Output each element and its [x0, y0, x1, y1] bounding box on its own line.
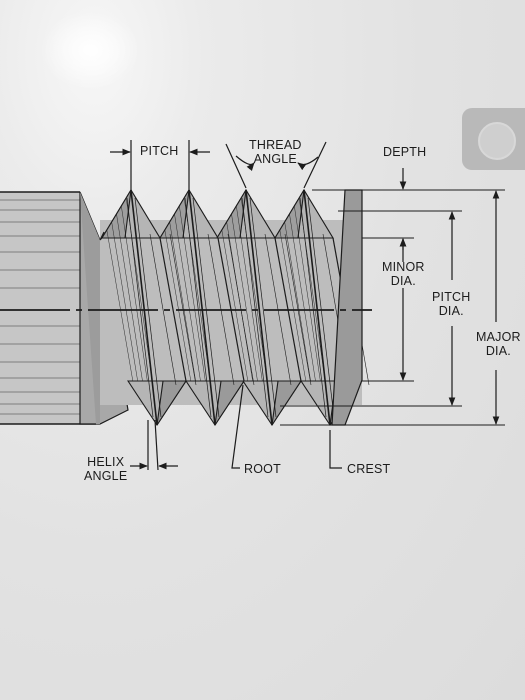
- flank-hatch-line: [121, 205, 148, 382]
- flank-hatch-line: [231, 213, 258, 382]
- crest-label: CREST: [347, 462, 391, 476]
- helix-angle-dimension: [130, 419, 178, 471]
- helix-hatch-line: [307, 197, 335, 418]
- flank-hatch-line: [236, 205, 263, 382]
- flank-hatch-line: [179, 205, 206, 382]
- helix-crest-line: [188, 189, 216, 426]
- pitch-label: PITCH: [140, 144, 179, 158]
- major-dia-label: MAJOR DIA.: [476, 330, 521, 358]
- flank-hatch-line: [183, 197, 211, 382]
- pitch-dia-label: PITCH DIA.: [432, 290, 471, 318]
- shank-hatch-lines: [0, 199, 80, 415]
- flank-hatch-line: [116, 213, 143, 382]
- helix-crest-line: [303, 189, 331, 426]
- flank-hatch-line: [294, 205, 321, 382]
- helix-hatch-line: [149, 233, 177, 386]
- camera-icon: [478, 122, 516, 160]
- camera-overlay: [462, 108, 525, 170]
- helix-crest-line: [245, 189, 273, 426]
- flank-hatch-line: [221, 229, 249, 382]
- extension-lines: [280, 189, 505, 426]
- screw-shank: [0, 191, 96, 425]
- helix-hatch-line: [249, 197, 277, 418]
- helix-hatch-line: [192, 197, 220, 418]
- helix-hatch-line: [134, 197, 162, 418]
- crest-leader: [329, 430, 342, 469]
- root-label: ROOT: [244, 462, 281, 476]
- thread-flank: [99, 231, 105, 241]
- minor-dia-label: MINOR DIA.: [382, 260, 425, 288]
- flank-hatch-line: [289, 213, 316, 382]
- thread-angle-label: THREAD ANGLE: [249, 138, 302, 166]
- thread-flank: [156, 380, 188, 426]
- root-leader: [231, 384, 244, 469]
- thread-flank: [271, 380, 303, 426]
- helix-crest-line: [130, 189, 158, 426]
- flank-hatch-line: [125, 197, 153, 382]
- depth-label: DEPTH: [383, 145, 427, 159]
- flank-hatch-line: [106, 229, 134, 382]
- screen-glare: [40, 10, 140, 90]
- pitch-dimension: [110, 140, 210, 190]
- flank-hatch-line: [226, 221, 253, 382]
- thread-angle-dimension: [225, 141, 327, 189]
- helix-angle-label: HELIX ANGLE: [84, 455, 128, 483]
- flank-hatch-line: [169, 221, 196, 382]
- thread-flank: [214, 380, 246, 426]
- flank-hatch-line: [279, 229, 307, 382]
- flank-hatch-line: [111, 221, 138, 382]
- flank-hatch-line: [284, 221, 311, 382]
- flank-hatch-line: [298, 197, 326, 382]
- flank-hatch-line: [174, 213, 201, 382]
- flank-hatch-line: [164, 229, 192, 382]
- flank-hatch-line: [240, 197, 268, 382]
- helix-root-line: [159, 237, 187, 382]
